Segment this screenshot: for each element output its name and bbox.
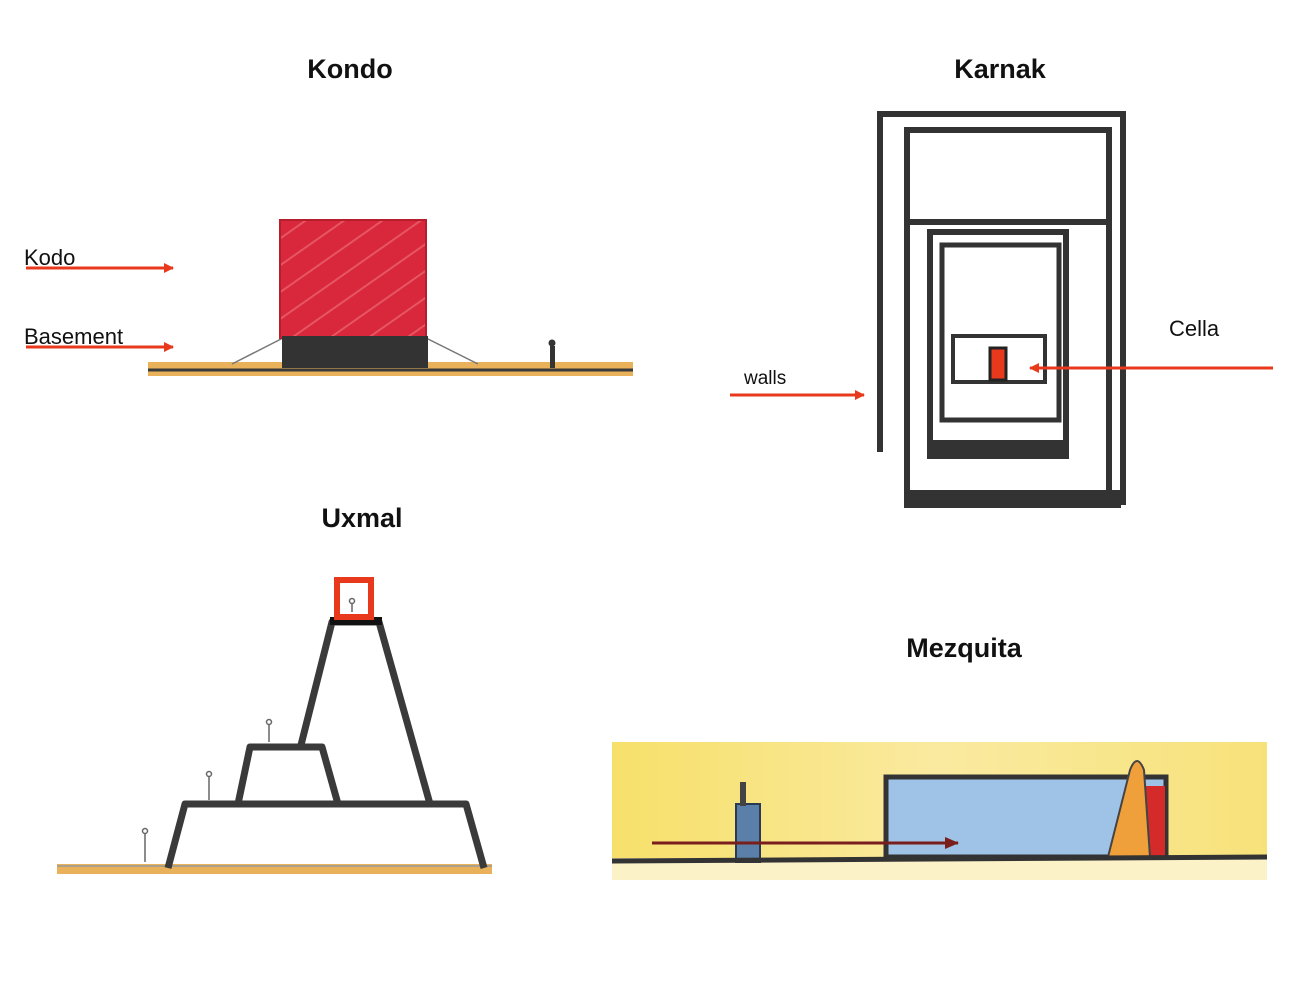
karnak-base <box>907 490 1121 508</box>
kondo-right-stair <box>425 337 479 365</box>
mezquita-mihrab <box>1106 760 1152 858</box>
uxmal-base-platform <box>164 800 488 869</box>
basement-label: Basement <box>24 324 124 349</box>
karnak-diagram <box>730 111 1273 508</box>
kodo-hall <box>279 219 427 339</box>
uxmal-top-platform <box>330 617 382 625</box>
uxmal-diagram <box>57 577 492 874</box>
mezquita-ground-line <box>611 854 1268 864</box>
kondo-basement <box>282 336 428 368</box>
kondo-title: Kondo <box>307 54 393 84</box>
karnak-outer-wall <box>877 111 1126 505</box>
uxmal-pyramid <box>297 618 434 805</box>
mezquita-title: Mezquita <box>906 633 1022 663</box>
kondo-diagram <box>26 219 633 376</box>
uxmal-human-figures <box>141 597 356 862</box>
uxmal-title: Uxmal <box>321 503 403 533</box>
uxmal-middle-tier <box>234 743 342 805</box>
uxmal-temple <box>334 577 374 620</box>
walls-label: walls <box>744 368 787 389</box>
karnak-cella <box>988 346 1008 382</box>
uxmal-ground <box>57 864 492 874</box>
kodo-label: Kodo <box>24 245 76 270</box>
mezquita-qibla-wall <box>1145 786 1165 857</box>
karnak-fourth-wall <box>939 242 1062 423</box>
kondo-human-figure <box>550 346 555 368</box>
cella-label: Cella <box>1169 316 1220 341</box>
karnak-title: Karnak <box>954 54 1046 84</box>
mezquita-minaret <box>735 803 761 863</box>
karnak-sanctuary <box>951 334 1047 384</box>
kondo-left-stair <box>231 337 284 365</box>
mezquita-diagram <box>611 742 1268 880</box>
